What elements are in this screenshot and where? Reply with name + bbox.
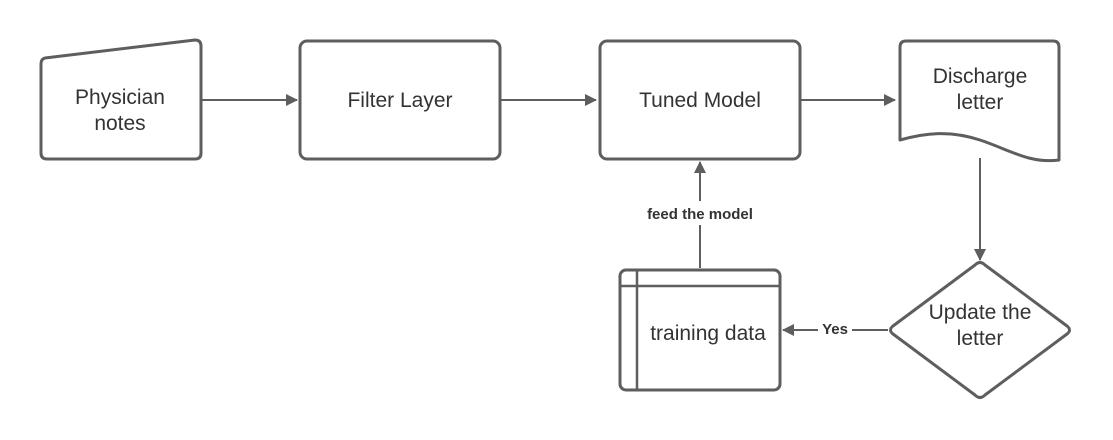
tuned-model-label: Tuned Model — [639, 89, 761, 112]
filter-layer-label: Filter Layer — [347, 89, 452, 112]
node-physician-notes: Physician notes — [39, 38, 203, 161]
physician-notes-line2: notes — [94, 112, 145, 135]
training-data-label: training data — [650, 322, 766, 345]
yes-label-background — [818, 318, 852, 340]
node-training-data: training data — [618, 268, 782, 392]
discharge-letter-line2: letter — [957, 91, 1004, 114]
physician-notes-line1: Physician — [75, 86, 165, 109]
node-update-the-letter: Update the letter — [889, 261, 1071, 399]
edge-label-feed-the-model: feed the model — [647, 206, 753, 223]
feed-label-background — [636, 201, 766, 225]
update-letter-line2: letter — [957, 327, 1004, 350]
edge-label-yes: Yes — [822, 321, 848, 338]
discharge-letter-line1: Discharge — [933, 65, 1028, 88]
node-filter-layer: Filter Layer — [298, 39, 502, 161]
node-tuned-model: Tuned Model — [598, 39, 802, 161]
node-discharge-letter: Discharge letter — [898, 39, 1061, 163]
update-letter-line1: Update the — [929, 301, 1032, 324]
